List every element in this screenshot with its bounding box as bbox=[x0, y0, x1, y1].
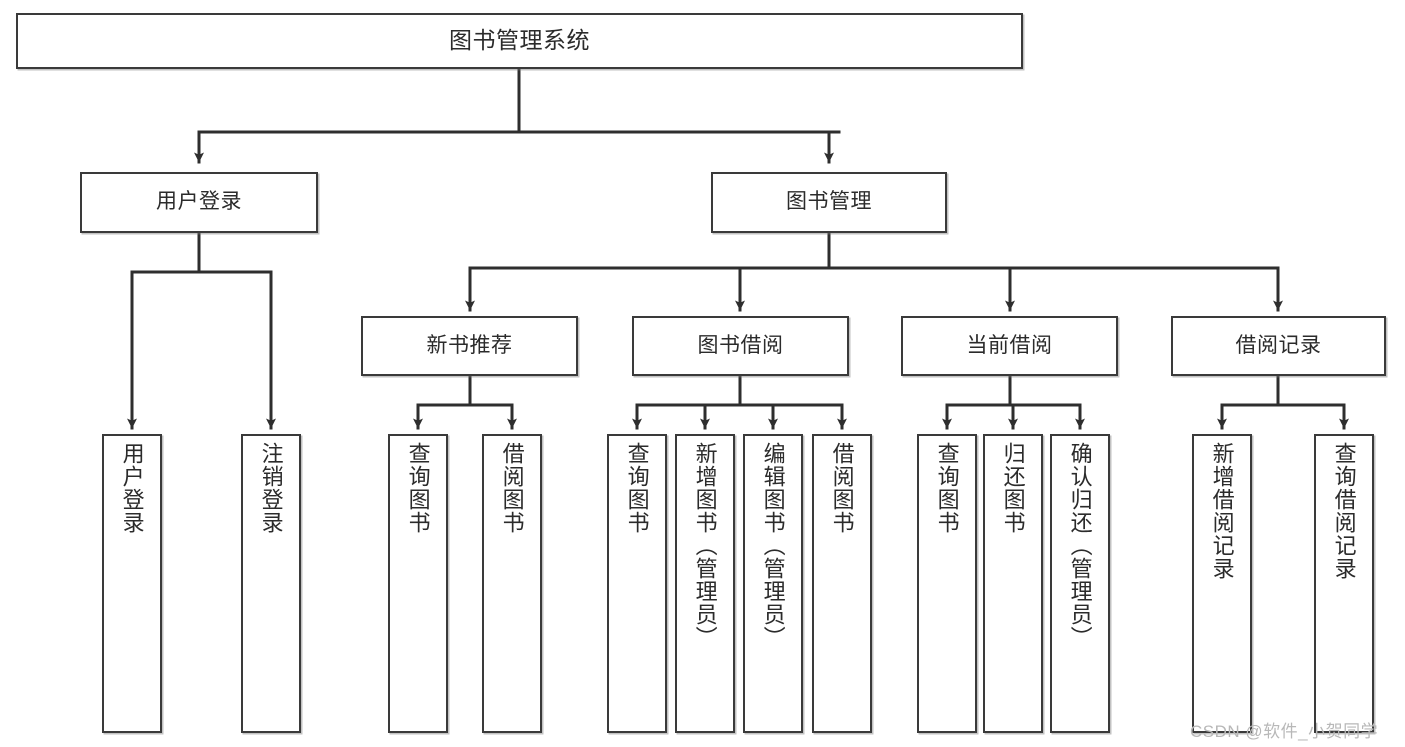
node-label: 查询借阅记录 bbox=[1331, 442, 1357, 580]
leaf-current-confirm-return-admin[interactable]: 确认归还（管理员） bbox=[1050, 434, 1110, 733]
node-label: 编辑图书（管理员） bbox=[760, 442, 786, 649]
leaf-borrow-query-book[interactable]: 查询图书 bbox=[607, 434, 667, 733]
leaf-user-login-signout[interactable]: 注销登录 bbox=[241, 434, 301, 733]
node-current-borrow[interactable]: 当前借阅 bbox=[901, 316, 1118, 376]
node-label: 图书管理系统 bbox=[449, 27, 590, 54]
node-user-login[interactable]: 用户登录 bbox=[80, 172, 318, 233]
leaf-borrow-borrow-book[interactable]: 借阅图书 bbox=[812, 434, 872, 733]
node-label: 借阅图书 bbox=[829, 442, 855, 534]
leaf-recommend-query-book[interactable]: 查询图书 bbox=[388, 434, 448, 733]
leaf-borrow-edit-book-admin[interactable]: 编辑图书（管理员） bbox=[743, 434, 803, 733]
leaf-records-query-record[interactable]: 查询借阅记录 bbox=[1314, 434, 1374, 733]
node-book-management[interactable]: 图书管理 bbox=[711, 172, 947, 233]
node-borrow-records[interactable]: 借阅记录 bbox=[1171, 316, 1386, 376]
node-label: 查询图书 bbox=[624, 442, 650, 534]
leaf-current-query-book[interactable]: 查询图书 bbox=[917, 434, 977, 733]
node-label: 借阅记录 bbox=[1235, 333, 1322, 357]
leaf-recommend-borrow-book[interactable]: 借阅图书 bbox=[482, 434, 542, 733]
node-root-system[interactable]: 图书管理系统 bbox=[16, 13, 1023, 69]
node-label: 新书推荐 bbox=[426, 333, 513, 357]
node-label: 新增图书（管理员） bbox=[692, 442, 718, 649]
node-label: 查询图书 bbox=[934, 442, 960, 534]
node-label: 当前借阅 bbox=[966, 333, 1053, 357]
node-book-borrow[interactable]: 图书借阅 bbox=[632, 316, 849, 376]
node-label: 确认归还（管理员） bbox=[1067, 442, 1093, 649]
node-label: 借阅图书 bbox=[499, 442, 525, 534]
node-label: 用户登录 bbox=[156, 190, 242, 214]
node-label: 注销登录 bbox=[258, 442, 284, 534]
leaf-user-login-signin[interactable]: 用户登录 bbox=[102, 434, 162, 733]
node-label: 查询图书 bbox=[405, 442, 431, 534]
leaf-borrow-add-book-admin[interactable]: 新增图书（管理员） bbox=[675, 434, 735, 733]
node-label: 新增借阅记录 bbox=[1209, 442, 1235, 580]
node-label: 图书借阅 bbox=[697, 333, 784, 357]
leaf-records-add-record[interactable]: 新增借阅记录 bbox=[1192, 434, 1252, 733]
node-new-book-recommend[interactable]: 新书推荐 bbox=[361, 316, 578, 376]
csdn-watermark: CSDN @软件_小贺同学 bbox=[1190, 722, 1379, 741]
node-label: 图书管理 bbox=[786, 190, 872, 214]
node-label: 归还图书 bbox=[1000, 442, 1026, 534]
node-label: 用户登录 bbox=[119, 442, 145, 534]
leaf-current-return-book[interactable]: 归还图书 bbox=[983, 434, 1043, 733]
